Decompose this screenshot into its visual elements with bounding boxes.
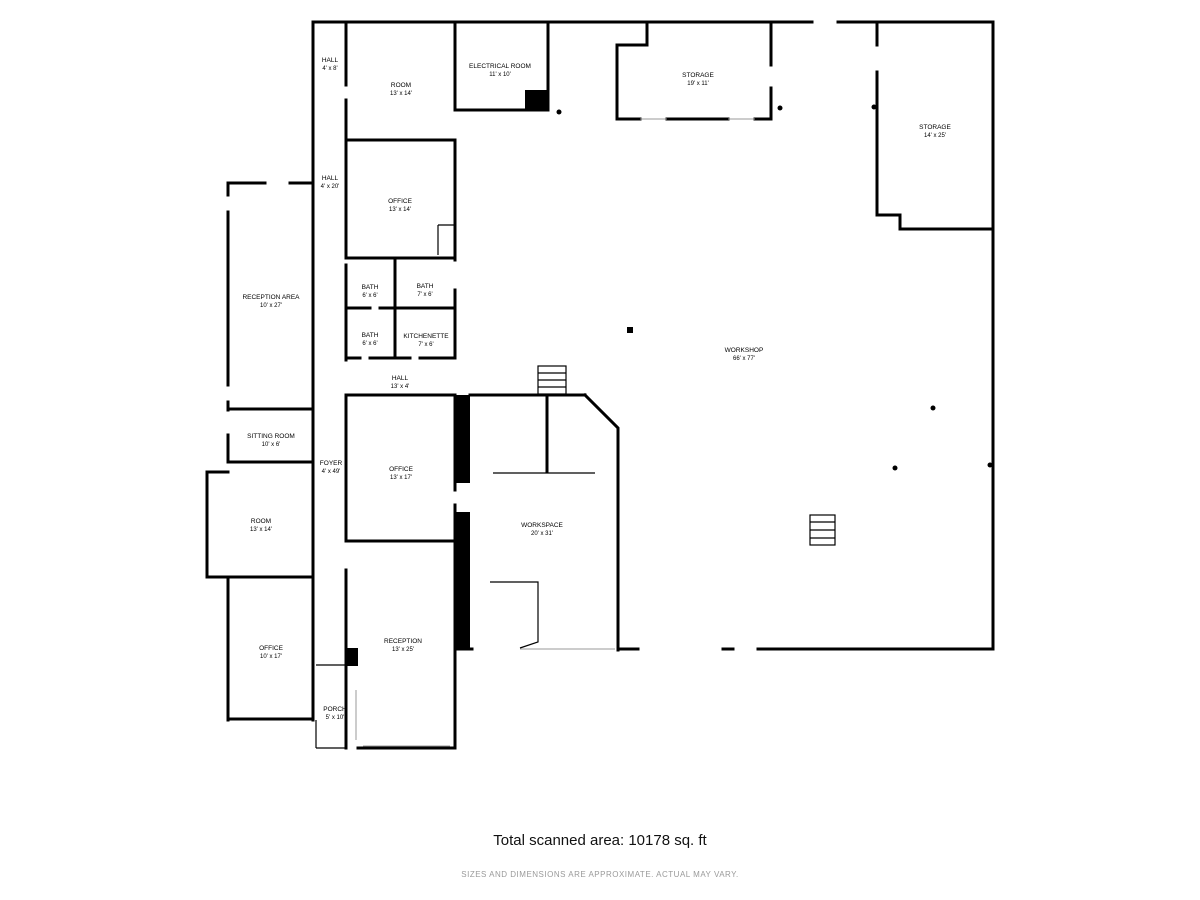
svg-text:FOYER: FOYER [320, 460, 343, 467]
svg-text:19' x 11': 19' x 11' [687, 81, 709, 87]
center-offices-walls [344, 393, 470, 750]
outer-walls [311, 20, 995, 722]
svg-text:BATH: BATH [417, 283, 434, 290]
svg-text:OFFICE: OFFICE [389, 466, 413, 473]
svg-text:WORKSPACE: WORKSPACE [521, 522, 563, 529]
svg-text:13' x 14': 13' x 14' [390, 91, 412, 97]
svg-text:BATH: BATH [362, 284, 379, 291]
svg-text:4' x 20': 4' x 20' [321, 184, 340, 190]
room-reception: RECEPTION 13' x 25' [384, 638, 422, 653]
room-porch: PORCH 5' x 10' [323, 706, 347, 721]
svg-text:BATH: BATH [362, 332, 379, 339]
svg-text:11' x 10': 11' x 10' [489, 72, 511, 78]
svg-text:6' x 6': 6' x 6' [362, 341, 377, 347]
svg-text:OFFICE: OFFICE [259, 645, 283, 652]
svg-text:13' x 14': 13' x 14' [250, 527, 272, 533]
svg-text:HALL: HALL [322, 175, 339, 182]
svg-text:66' x 77': 66' x 77' [733, 356, 755, 362]
room-office-top: OFFICE 13' x 14' [388, 198, 412, 213]
reception-walls [315, 646, 457, 750]
room-hall-mid: HALL 4' x 20' [321, 175, 340, 190]
svg-text:RECEPTION: RECEPTION [384, 638, 422, 645]
svg-text:13' x 4': 13' x 4' [391, 384, 410, 390]
svg-text:7' x 6': 7' x 6' [417, 292, 432, 298]
svg-text:WORKSHOP: WORKSHOP [725, 347, 764, 354]
room-office-mid: OFFICE 13' x 17' [389, 466, 413, 481]
svg-text:STORAGE: STORAGE [919, 124, 951, 131]
svg-text:6' x 6': 6' x 6' [362, 293, 377, 299]
svg-text:5' x 10': 5' x 10' [326, 715, 345, 721]
svg-text:13' x 17': 13' x 17' [390, 475, 412, 481]
svg-text:10' x 27': 10' x 27' [260, 303, 282, 309]
storage-mid-walls [615, 20, 773, 121]
room-bath-3: BATH 6' x 6' [362, 332, 379, 347]
room-workspace: WORKSPACE 20' x 31' [521, 522, 563, 537]
total-area-text: Total scanned area: 10178 sq. ft [493, 832, 707, 849]
svg-text:HALL: HALL [322, 57, 339, 64]
svg-text:4' x 49': 4' x 49' [322, 469, 341, 475]
workspace-walls [468, 392, 620, 652]
svg-text:OFFICE: OFFICE [388, 198, 412, 205]
svg-text:SITTING ROOM: SITTING ROOM [247, 433, 295, 440]
electrical-room [453, 20, 550, 112]
disclaimer-text: SIZES AND DIMENSIONS ARE APPROXIMATE. AC… [461, 870, 739, 879]
svg-text:ROOM: ROOM [251, 518, 271, 525]
svg-text:13' x 14': 13' x 14' [389, 207, 411, 213]
svg-text:10' x 17': 10' x 17' [260, 654, 282, 660]
room-hall-low: HALL 13' x 4' [391, 375, 410, 390]
svg-text:4' x 8': 4' x 8' [322, 66, 337, 72]
svg-text:ELECTRICAL ROOM: ELECTRICAL ROOM [469, 63, 531, 70]
room-room-low: ROOM 13' x 14' [250, 518, 272, 533]
svg-text:PORCH: PORCH [323, 706, 347, 713]
room-storage-mid: STORAGE 19' x 11' [682, 72, 714, 87]
room-kitchenette: KITCHENETTE 7' x 6' [403, 333, 449, 348]
svg-text:10' x 6': 10' x 6' [262, 442, 281, 448]
room-sitting-room: SITTING ROOM 10' x 6' [247, 433, 295, 448]
stairs-icon [537, 365, 836, 546]
storage-right-walls [875, 20, 995, 231]
upper-rooms [344, 20, 457, 262]
svg-text:STORAGE: STORAGE [682, 72, 714, 79]
svg-text:KITCHENETTE: KITCHENETTE [403, 333, 449, 340]
left-wing-walls [205, 181, 315, 722]
svg-text:7' x 6': 7' x 6' [418, 342, 433, 348]
bath-walls [344, 256, 457, 360]
svg-text:13' x 25': 13' x 25' [392, 647, 414, 653]
room-electrical: ELECTRICAL ROOM 11' x 10' [469, 63, 531, 78]
room-storage-right: STORAGE 14' x 25' [919, 124, 951, 139]
column-markers [556, 104, 993, 471]
room-room-top: ROOM 13' x 14' [390, 82, 412, 97]
room-workshop: WORKSHOP 66' x 77' [725, 347, 764, 362]
room-hall-top: HALL 4' x 8' [322, 57, 339, 72]
room-bath-2: BATH 7' x 6' [417, 283, 434, 298]
room-bath-1: BATH 6' x 6' [362, 284, 379, 299]
svg-text:14' x 25': 14' x 25' [924, 133, 946, 139]
room-office-low: OFFICE 10' x 17' [259, 645, 283, 660]
svg-text:HALL: HALL [392, 375, 409, 382]
svg-text:RECEPTION AREA: RECEPTION AREA [242, 294, 300, 301]
room-reception-area: RECEPTION AREA 10' x 27' [242, 294, 300, 309]
room-foyer: FOYER 4' x 49' [320, 460, 343, 475]
svg-text:20' x 31': 20' x 31' [531, 531, 553, 537]
svg-text:ROOM: ROOM [391, 82, 411, 89]
